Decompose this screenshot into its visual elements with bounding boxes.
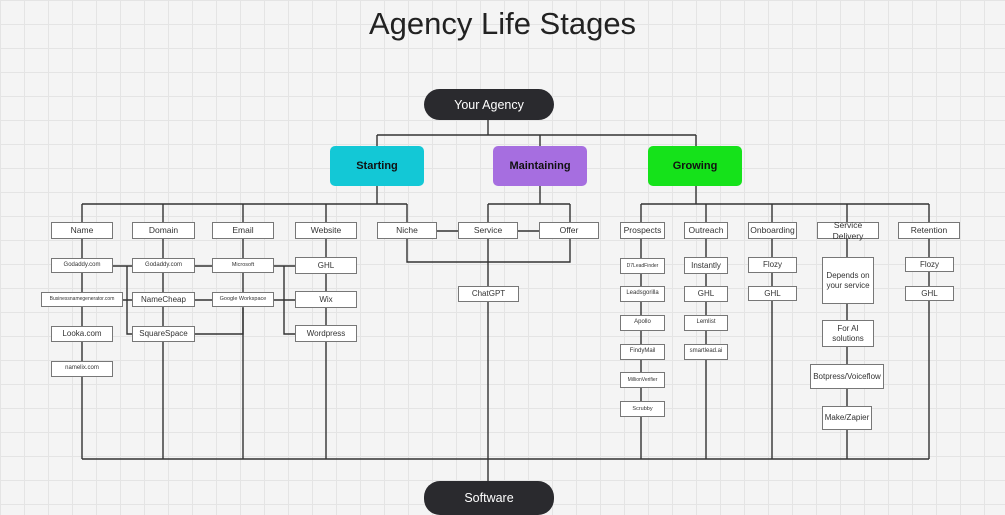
node-delivery-depends: Depends on your service [822,257,874,304]
node-website-ghl: GHL [295,257,357,274]
node-name-godaddy: Godaddy.com [51,258,113,273]
node-name-businessnamegenerator: Businessnamegenerator.com [41,292,123,307]
node-website-wix: Wix [295,291,357,308]
node-outreach-smartlead: smartlead.ai [684,344,728,360]
node-domain: Domain [132,222,195,239]
node-domain-godaddy: Godaddy.com [132,258,195,273]
node-delivery-botpress: Botpress/Voiceflow [810,364,884,389]
node-onboarding-ghl: GHL [748,286,797,301]
node-email-microsoft: Microsoft [212,258,274,273]
software-node: Software [424,481,554,515]
node-prospects-scrubby: Scrubby [620,401,665,417]
node-website: Website [295,222,357,239]
root-node-your-agency: Your Agency [424,89,554,120]
node-retention-flozy: Flozy [905,257,954,272]
node-onboarding: Onboarding [748,222,797,239]
node-prospects-millionverifier: MillionVerifier [620,372,665,388]
node-website-wordpress: Wordpress [295,325,357,342]
node-service-chatgpt: ChatGPT [458,286,519,302]
stage-starting: Starting [330,146,424,186]
node-prospects-d7leadfinder: D7LeadFinder [620,258,665,274]
node-niche: Niche [377,222,437,239]
node-email: Email [212,222,274,239]
node-service-delivery: Service Delivery [817,220,879,241]
node-prospects-apollo: Apollo [620,315,665,331]
stage-maintaining: Maintaining [493,146,587,186]
node-outreach-instantly: Instantly [684,257,728,274]
node-offer: Offer [539,222,599,239]
node-outreach-lemlist: Lemlist [684,315,728,331]
node-prospects: Prospects [620,222,665,239]
node-name: Name [51,222,113,239]
node-email-google-workspace: Google Workspace [212,292,274,307]
node-outreach-ghl: GHL [684,286,728,302]
stage-growing: Growing [648,146,742,186]
node-service: Service [458,222,518,239]
node-onboarding-flozy: Flozy [748,257,797,273]
node-name-namelix: namelix.com [51,361,113,377]
node-domain-squarespace: SquareSpace [132,326,195,342]
diagram-title: Agency Life Stages [368,6,637,41]
node-outreach: Outreach [684,222,728,239]
node-prospects-leadsgorilla: Leadsgorilla [620,286,665,302]
node-name-looka: Looka.com [51,326,113,342]
node-retention-ghl: GHL [905,286,954,301]
node-prospects-findymail: FindyMail [620,344,665,360]
node-delivery-ai-solutions: For AI solutions [822,320,874,347]
node-retention: Retention [898,222,960,239]
node-domain-namecheap: NameCheap [132,292,195,307]
node-delivery-make-zapier: Make/Zapier [822,406,872,430]
